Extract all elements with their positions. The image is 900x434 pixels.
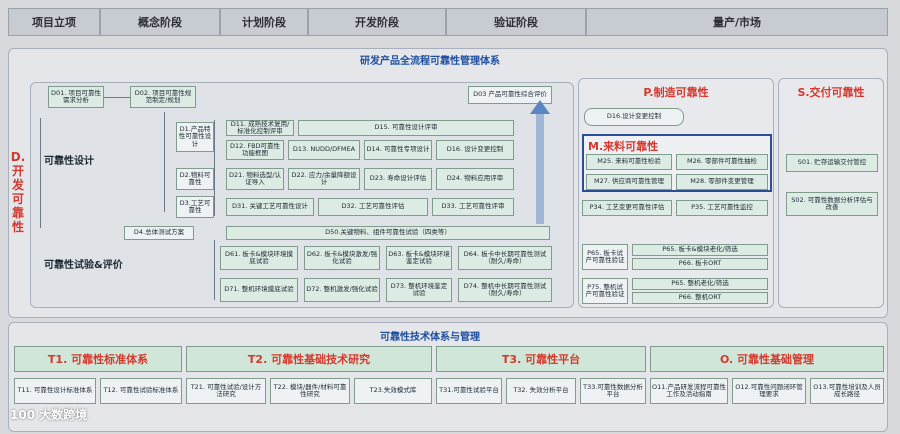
t21-box: T21. 可靠性试验/设计方法研究: [186, 378, 266, 404]
d16b-box: D16.设计变更控制: [584, 108, 684, 126]
t3-header: T3. 可靠性平台: [436, 346, 646, 372]
d50-box: D50.关键物料、组件可靠性试验（四类等）: [226, 226, 550, 240]
d32-box: D32. 工艺可靠性评估: [318, 198, 428, 216]
connector: [214, 120, 215, 216]
d33-box: D33. 工艺可靠性评审: [432, 198, 514, 216]
d12-box: D12. FBD可靠性功能框图: [226, 140, 284, 160]
d11-box: D11. 成熟技术复用/标准化控制评审: [226, 120, 294, 136]
d73-box: D73. 整机环境鉴定试验: [386, 278, 452, 302]
tech-title: 可靠性技术体系与管理: [380, 332, 480, 343]
d02-box: D02. 项目可靠性规范制定/规划: [130, 86, 196, 108]
o11-box: O11.产品研发流程可靠性工作及活动指南: [650, 378, 728, 404]
d74-box: D74. 整机中长期可靠性测试（耐久/寿命）: [458, 278, 552, 302]
d24-box: D24. 物料应用评审: [436, 168, 514, 190]
p66a-box: P66. 板卡ORT: [632, 258, 768, 270]
phase-verify: 验证阶段: [446, 8, 586, 36]
t2-header: T2. 可靠性基础技术研究: [186, 346, 432, 372]
left-vertical-label: D.开发可靠性: [10, 150, 26, 234]
d01-box: D01. 项目可靠性需求分析: [48, 86, 104, 108]
d15-box: D15. 可靠性设计评审: [298, 120, 514, 136]
watermark-text: 大数跨境: [39, 408, 88, 422]
d14-box: D14. 可靠性专项设计: [364, 140, 432, 160]
up-arrow-shaft: [536, 112, 544, 224]
phase-plan: 计划阶段: [220, 8, 308, 36]
d13-box: D13. NUDD/DFMEA: [288, 140, 360, 160]
o13-box: O13.可靠性培训及人员成长路径: [810, 378, 884, 404]
s-title: S.交付可靠性: [797, 86, 865, 99]
d72-box: D72. 整机激发/强化试验: [304, 278, 380, 302]
o-header: O. 可靠性基础管理: [650, 346, 884, 372]
connector: [104, 97, 130, 98]
connector: [164, 112, 165, 212]
tech-panel: [8, 322, 888, 432]
p35-box: P35. 工艺可靠性监控: [676, 200, 768, 216]
d63-box: D63. 板卡&模块环境鉴定试验: [386, 246, 452, 270]
connector: [214, 240, 215, 300]
p65a-box: P65. 板卡&模块老化/筛选: [632, 244, 768, 256]
t33-box: T33.可靠性数据分析平台: [580, 378, 646, 404]
t23-box: T23.失效模式库: [354, 378, 432, 404]
t22-box: T22. 模块/器件/材料可靠性研究: [270, 378, 350, 404]
phase-mass: 量产/市场: [586, 8, 888, 36]
d4-box: D4.总体测试方案: [124, 226, 194, 240]
d62-box: D62. 板卡&模块激发/强化试验: [304, 246, 380, 270]
p65b-box: P65. 整机老化/筛选: [632, 278, 768, 290]
d21-box: D21. 物料选型/认证导入: [226, 168, 284, 190]
d2-box: D2.物料可靠性: [176, 168, 214, 190]
d71-box: D71. 整机环境摸底试验: [220, 278, 298, 302]
test-label: 可靠性试验&评价: [44, 260, 123, 271]
t32-box: T32. 失效分析平台: [506, 378, 576, 404]
t31-box: T31.可靠性试验平台: [436, 378, 502, 404]
m27-box: M27. 供应商可靠性管理: [586, 174, 672, 190]
d22-box: D22. 应力/余量降额设计: [288, 168, 360, 190]
system-title: 研发产品全流程可靠性管理体系: [360, 56, 500, 67]
d1-box: D1.产品特性可靠性设计: [176, 122, 214, 152]
d23-box: D23. 寿命设计评估: [364, 168, 432, 190]
d64-box: D64. 板卡中长期可靠性测试（耐久/寿命）: [458, 246, 552, 270]
watermark: 100 大数跨境: [10, 406, 87, 423]
t12-box: T12. 可靠性试验标准体系: [100, 378, 182, 404]
m26-box: M26. 零部件可靠性抽检: [676, 154, 768, 170]
d61-box: D61. 板卡&模块环境摸底试验: [220, 246, 298, 270]
up-arrow-icon: [530, 100, 550, 114]
m28-box: M28. 零部件变更管理: [676, 174, 768, 190]
t1-header: T1. 可靠性标准体系: [14, 346, 182, 372]
o12-box: O12.可靠性问题闭环管理要求: [732, 378, 806, 404]
m-title: M.来料可靠性: [588, 140, 659, 153]
p66b-box: P66. 整机ORT: [632, 292, 768, 304]
phase-develop: 开发阶段: [308, 8, 446, 36]
p75-box: P75. 整机试产可靠性验证: [582, 278, 628, 304]
s01-box: S01. 贮存运输交付管控: [786, 154, 878, 172]
p34-box: P34. 工艺变更可靠性评估: [582, 200, 672, 216]
s02-box: S02. 可靠性数据分析评估与改善: [786, 192, 878, 216]
p65-box: P65. 板卡试产可靠性验证: [582, 244, 628, 270]
m25-box: M25. 来料可靠性检验: [586, 154, 672, 170]
connector: [40, 118, 41, 228]
d16-box: D16. 设计变更控制: [436, 140, 514, 160]
p-title: P.制造可靠性: [643, 86, 709, 99]
d3-box: D3.工艺可靠性: [176, 196, 214, 218]
t11-box: T11. 可靠性设计标准体系: [14, 378, 96, 404]
design-label: 可靠性设计: [44, 156, 94, 167]
phase-project: 项目立项: [8, 8, 100, 36]
watermark-logo-icon: 100: [10, 408, 40, 422]
d03-box: D03 产品可靠性综合评价: [468, 86, 552, 104]
dev-panel: [30, 82, 574, 308]
d31-box: D31. 关键工艺可靠性设计: [226, 198, 314, 216]
phase-concept: 概念阶段: [100, 8, 220, 36]
